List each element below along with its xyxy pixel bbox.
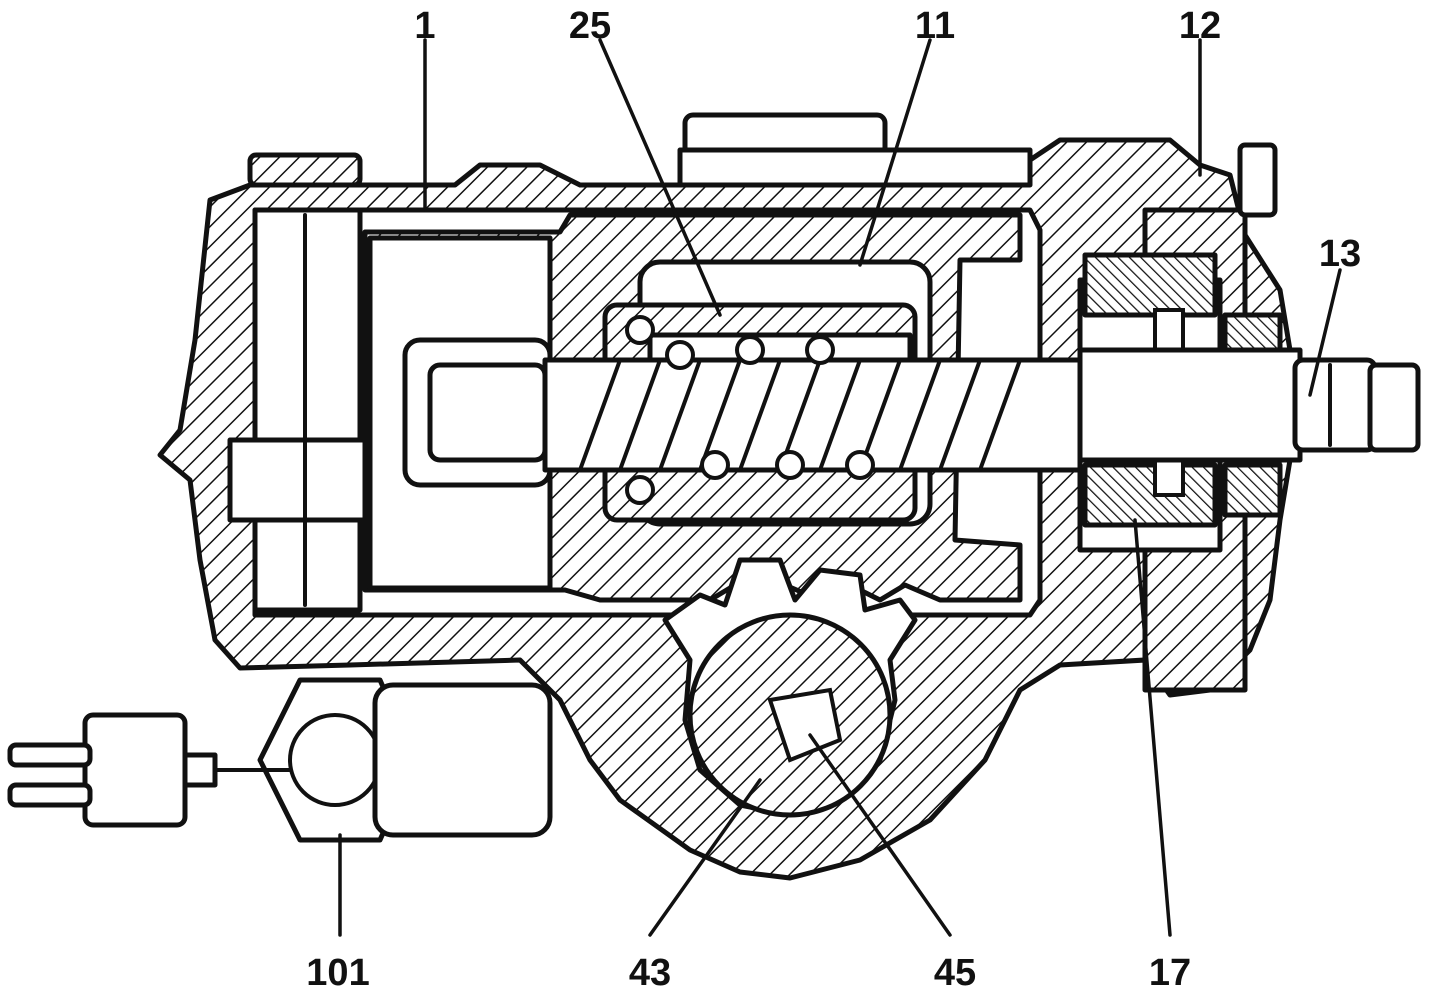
label-45: 45 xyxy=(934,952,976,994)
leader-13 xyxy=(1308,268,1342,397)
top-cover xyxy=(677,112,1033,188)
label-17: 17 xyxy=(1149,952,1191,994)
leader-11 xyxy=(858,38,932,267)
sensor xyxy=(7,677,553,843)
recirculating-balls xyxy=(625,315,875,505)
worm-screw xyxy=(402,337,1083,488)
leader-45 xyxy=(808,733,952,937)
label-1: 1 xyxy=(414,5,435,47)
label-101: 101 xyxy=(306,952,369,994)
label-12: 12 xyxy=(1179,5,1221,47)
label-43: 43 xyxy=(629,952,671,994)
input-shaft xyxy=(1077,347,1421,463)
leader-17 xyxy=(1133,518,1172,937)
leader-lines xyxy=(338,38,1342,937)
leader-43 xyxy=(648,778,762,937)
label-11: 11 xyxy=(915,5,955,47)
leader-25 xyxy=(598,38,722,317)
reference-numerals: 1 25 11 12 13 101 43 45 17 xyxy=(306,5,1361,994)
label-13: 13 xyxy=(1319,233,1361,275)
worm-threads xyxy=(578,358,1022,472)
label-25: 25 xyxy=(569,5,611,47)
sector-gear xyxy=(662,557,918,818)
